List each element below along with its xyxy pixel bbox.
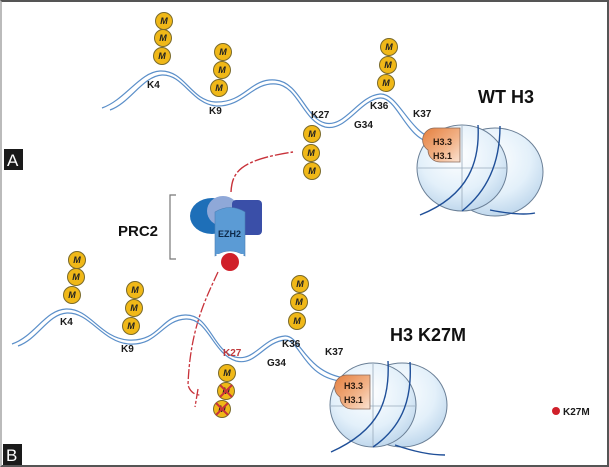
- blocked-methyl: M: [213, 400, 231, 418]
- svg-text:M: M: [73, 255, 81, 265]
- methyl-stack-k27-a: M M M: [302, 125, 321, 180]
- panel-letter-a: A: [4, 149, 23, 170]
- svg-text:A: A: [7, 151, 19, 170]
- svg-text:M: M: [293, 316, 301, 326]
- residue-label-g34: G34: [354, 120, 373, 131]
- svg-text:M: M: [385, 42, 393, 52]
- h3-3-label-b: H3.3: [344, 381, 363, 391]
- blocked-methyl: M: [217, 382, 235, 400]
- methyl-stack-k4-b: M M M: [63, 251, 86, 304]
- nucleosome-a: H3.3 H3.1: [416, 124, 544, 217]
- ezh2-label: EZH2: [218, 229, 241, 239]
- svg-text:M: M: [308, 129, 316, 139]
- methyl-stack-k9-b: M M M: [122, 281, 144, 335]
- residue-label-k9: K9: [121, 344, 134, 355]
- methyl-stack-k36-a: M M M: [377, 38, 398, 92]
- histone-tail-a: [101, 70, 441, 144]
- svg-text:M: M: [68, 290, 76, 300]
- svg-text:B: B: [6, 446, 17, 465]
- methyl-stack-k4-a: M M M: [153, 12, 173, 65]
- prc2-bracket: [169, 194, 176, 260]
- svg-text:M: M: [384, 60, 392, 70]
- svg-text:M: M: [223, 368, 231, 378]
- residue-label-g34: G34: [267, 358, 286, 369]
- panel-title-h3-k27m: H3 K27M: [390, 325, 466, 345]
- svg-text:M: M: [215, 83, 223, 93]
- k27m-legend-dot: [552, 407, 560, 415]
- svg-text:M: M: [159, 33, 167, 43]
- svg-text:M: M: [158, 51, 166, 61]
- methyl-stack-k9-a: M M M: [210, 43, 232, 97]
- svg-text:M: M: [127, 321, 135, 331]
- svg-text:M: M: [72, 272, 80, 282]
- residue-label-k9: K9: [209, 106, 222, 117]
- h3-1-label-a: H3.1: [433, 151, 452, 161]
- panel-a: M M M M M M M M M M M M K4 K9 K27 G34 K3…: [4, 12, 544, 217]
- panel-letter-b: B: [3, 444, 22, 465]
- svg-text:M: M: [382, 78, 390, 88]
- residue-label-k36: K36: [370, 101, 389, 112]
- prc2-activity-line: [230, 151, 294, 193]
- histone-tail-b: [11, 308, 346, 382]
- methyl-stack-k36-b: M M M: [288, 275, 309, 330]
- svg-text:M: M: [131, 285, 139, 295]
- residue-label-k4: K4: [60, 317, 73, 328]
- residue-label-k27-mutant: K27: [223, 348, 242, 359]
- svg-text:M: M: [160, 16, 168, 26]
- k27m-bound-dot: [221, 253, 239, 271]
- legend: K27M: [552, 407, 590, 418]
- inhibition-line: [187, 271, 219, 408]
- svg-text:M: M: [295, 297, 303, 307]
- panel-b: M M M M M M M M M M M M K4 K9 K27 G34 K3…: [3, 251, 590, 465]
- nucleosome-b: H3.3 H3.1: [329, 360, 448, 456]
- ezh2-subunit: [214, 207, 246, 257]
- residue-label-k27: K27: [311, 110, 330, 121]
- methyl-stack-k27-b: M M M: [213, 364, 236, 418]
- residue-label-k37: K37: [413, 109, 432, 120]
- h3-variant-badge-b: [334, 374, 371, 410]
- prc2-label: PRC2: [118, 223, 158, 240]
- prc2-complex: PRC2 EZH2: [118, 151, 294, 408]
- svg-text:M: M: [307, 148, 315, 158]
- h3-variant-badge-a: [422, 127, 461, 163]
- svg-text:M: M: [308, 166, 316, 176]
- residue-label-k4: K4: [147, 80, 160, 91]
- residue-label-k36: K36: [282, 339, 301, 350]
- panel-title-wt-h3: WT H3: [478, 87, 534, 107]
- svg-text:M: M: [130, 303, 138, 313]
- h3-1-label-b: H3.1: [344, 395, 363, 405]
- svg-text:M: M: [218, 65, 226, 75]
- h3-3-label-a: H3.3: [433, 137, 452, 147]
- legend-label: K27M: [563, 407, 590, 418]
- svg-text:M: M: [296, 279, 304, 289]
- residue-label-k37: K37: [325, 347, 344, 358]
- svg-text:M: M: [219, 47, 227, 57]
